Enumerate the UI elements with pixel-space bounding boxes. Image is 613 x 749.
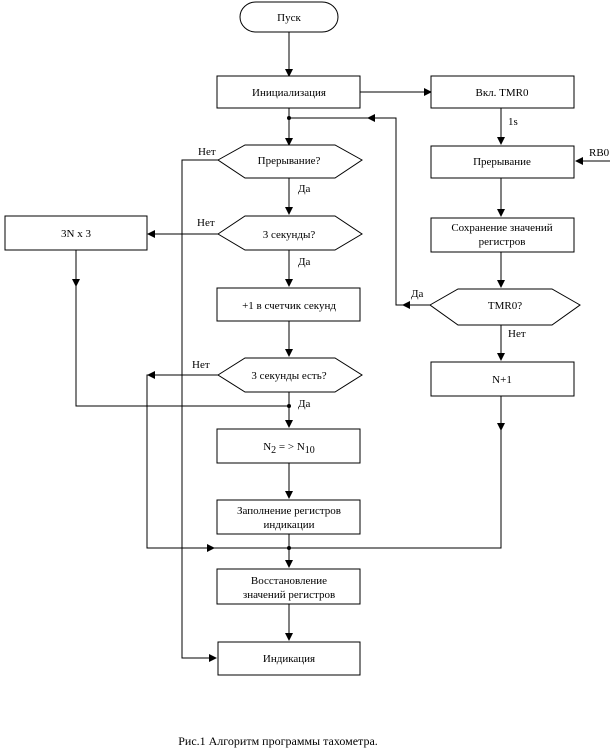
edge-label-yes-tmr: Да — [411, 288, 424, 300]
edge-label-no-three-seconds: Нет — [197, 217, 215, 229]
tmr-on-label: Вкл. TMR0 — [475, 87, 529, 99]
connectors — [72, 32, 610, 662]
restore-node: Восстановление значений регистров — [216, 568, 361, 605]
save-registers-label-1: Сохранение значений — [451, 222, 552, 234]
start-label: Пуск — [277, 12, 301, 24]
multiply-label: 3N x 3 — [61, 228, 91, 240]
tmr-question-label: TMR0? — [488, 300, 522, 312]
indication-label: Индикация — [263, 653, 315, 665]
interrupt-decision: Прерывание? — [217, 144, 363, 179]
increment-label: +1 в счетчик секунд — [242, 300, 336, 312]
fill-registers-label-2: индикации — [264, 519, 315, 531]
interrupt-question-label: Прерывание? — [258, 155, 321, 167]
save-registers-label-2: регистров — [479, 236, 526, 248]
convert-label: N2 = > N10 — [263, 441, 315, 456]
restore-label-2: значений регистров — [243, 589, 335, 601]
start-node: Пуск — [239, 1, 339, 33]
figure-caption: Рис.1 Алгоритм программы тахометра. — [178, 734, 378, 748]
edge-label-no-three-seconds-have: Нет — [192, 359, 210, 371]
n-plus-node: N+1 — [430, 361, 575, 397]
fill-registers-node: Заполнение регистров индикации — [216, 499, 361, 535]
edge-label-no-interrupt: Нет — [198, 146, 216, 158]
tmr-decision: TMR0? — [429, 288, 581, 326]
restore-label-1: Восстановление — [251, 575, 327, 587]
three-seconds-have-label: 3 секунды есть? — [251, 370, 326, 382]
three-seconds-question-label: 3 секунды? — [263, 229, 316, 241]
fill-registers-label-1: Заполнение регистров — [237, 505, 341, 517]
three-seconds-have-decision: 3 секунды есть? — [217, 357, 363, 393]
increment-node: +1 в счетчик секунд — [216, 287, 361, 322]
convert-node: N2 = > N10 — [216, 428, 361, 464]
edge-label-one-second: 1s — [508, 116, 518, 128]
edge-label-yes-three-seconds: Да — [298, 256, 311, 268]
edge-labels: Нет Да Нет Да Нет Да Да Нет 1s RB0 — [192, 116, 610, 410]
multiply-node: 3N x 3 — [4, 215, 148, 251]
edge-label-yes-interrupt: Да — [298, 183, 311, 195]
interrupt-label: Прерывание — [473, 156, 531, 168]
three-seconds-decision: 3 секунды? — [217, 215, 363, 251]
edge-label-yes-three-seconds-have: Да — [298, 398, 311, 410]
indication-node: Индикация — [217, 641, 361, 676]
init-node: Инициализация — [216, 75, 361, 109]
interrupt-node: Прерывание — [430, 145, 575, 179]
edge-label-rb0: RB0 — [589, 147, 610, 159]
tmr-on-node: Вкл. TMR0 — [430, 75, 575, 109]
edge-label-no-tmr: Нет — [508, 328, 526, 340]
save-registers-node: Сохранение значений регистров — [430, 217, 575, 253]
n-plus-label: N+1 — [492, 374, 512, 386]
init-label: Инициализация — [252, 87, 326, 99]
